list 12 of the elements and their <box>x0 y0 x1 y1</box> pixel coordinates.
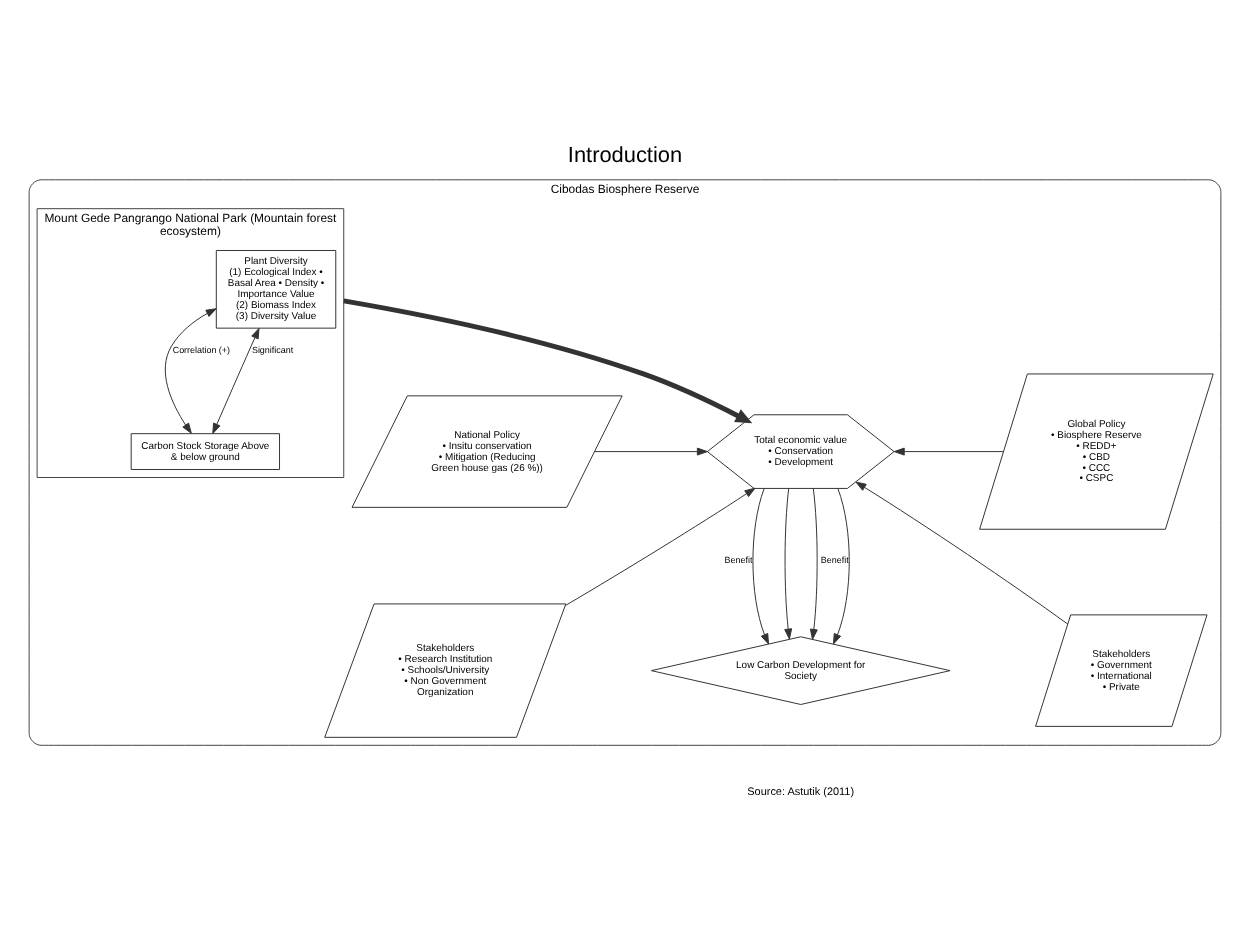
arrow <box>809 487 818 640</box>
arrow <box>855 481 1069 625</box>
arrow <box>752 487 769 645</box>
arrow <box>893 447 1004 456</box>
arrow <box>564 487 756 606</box>
diagram-title: Introduction <box>567 143 683 168</box>
arrow <box>212 327 260 435</box>
arrow <box>784 487 793 640</box>
arrow <box>832 487 850 645</box>
arrow <box>343 298 753 424</box>
arrow <box>594 447 708 456</box>
arrow <box>164 308 217 434</box>
